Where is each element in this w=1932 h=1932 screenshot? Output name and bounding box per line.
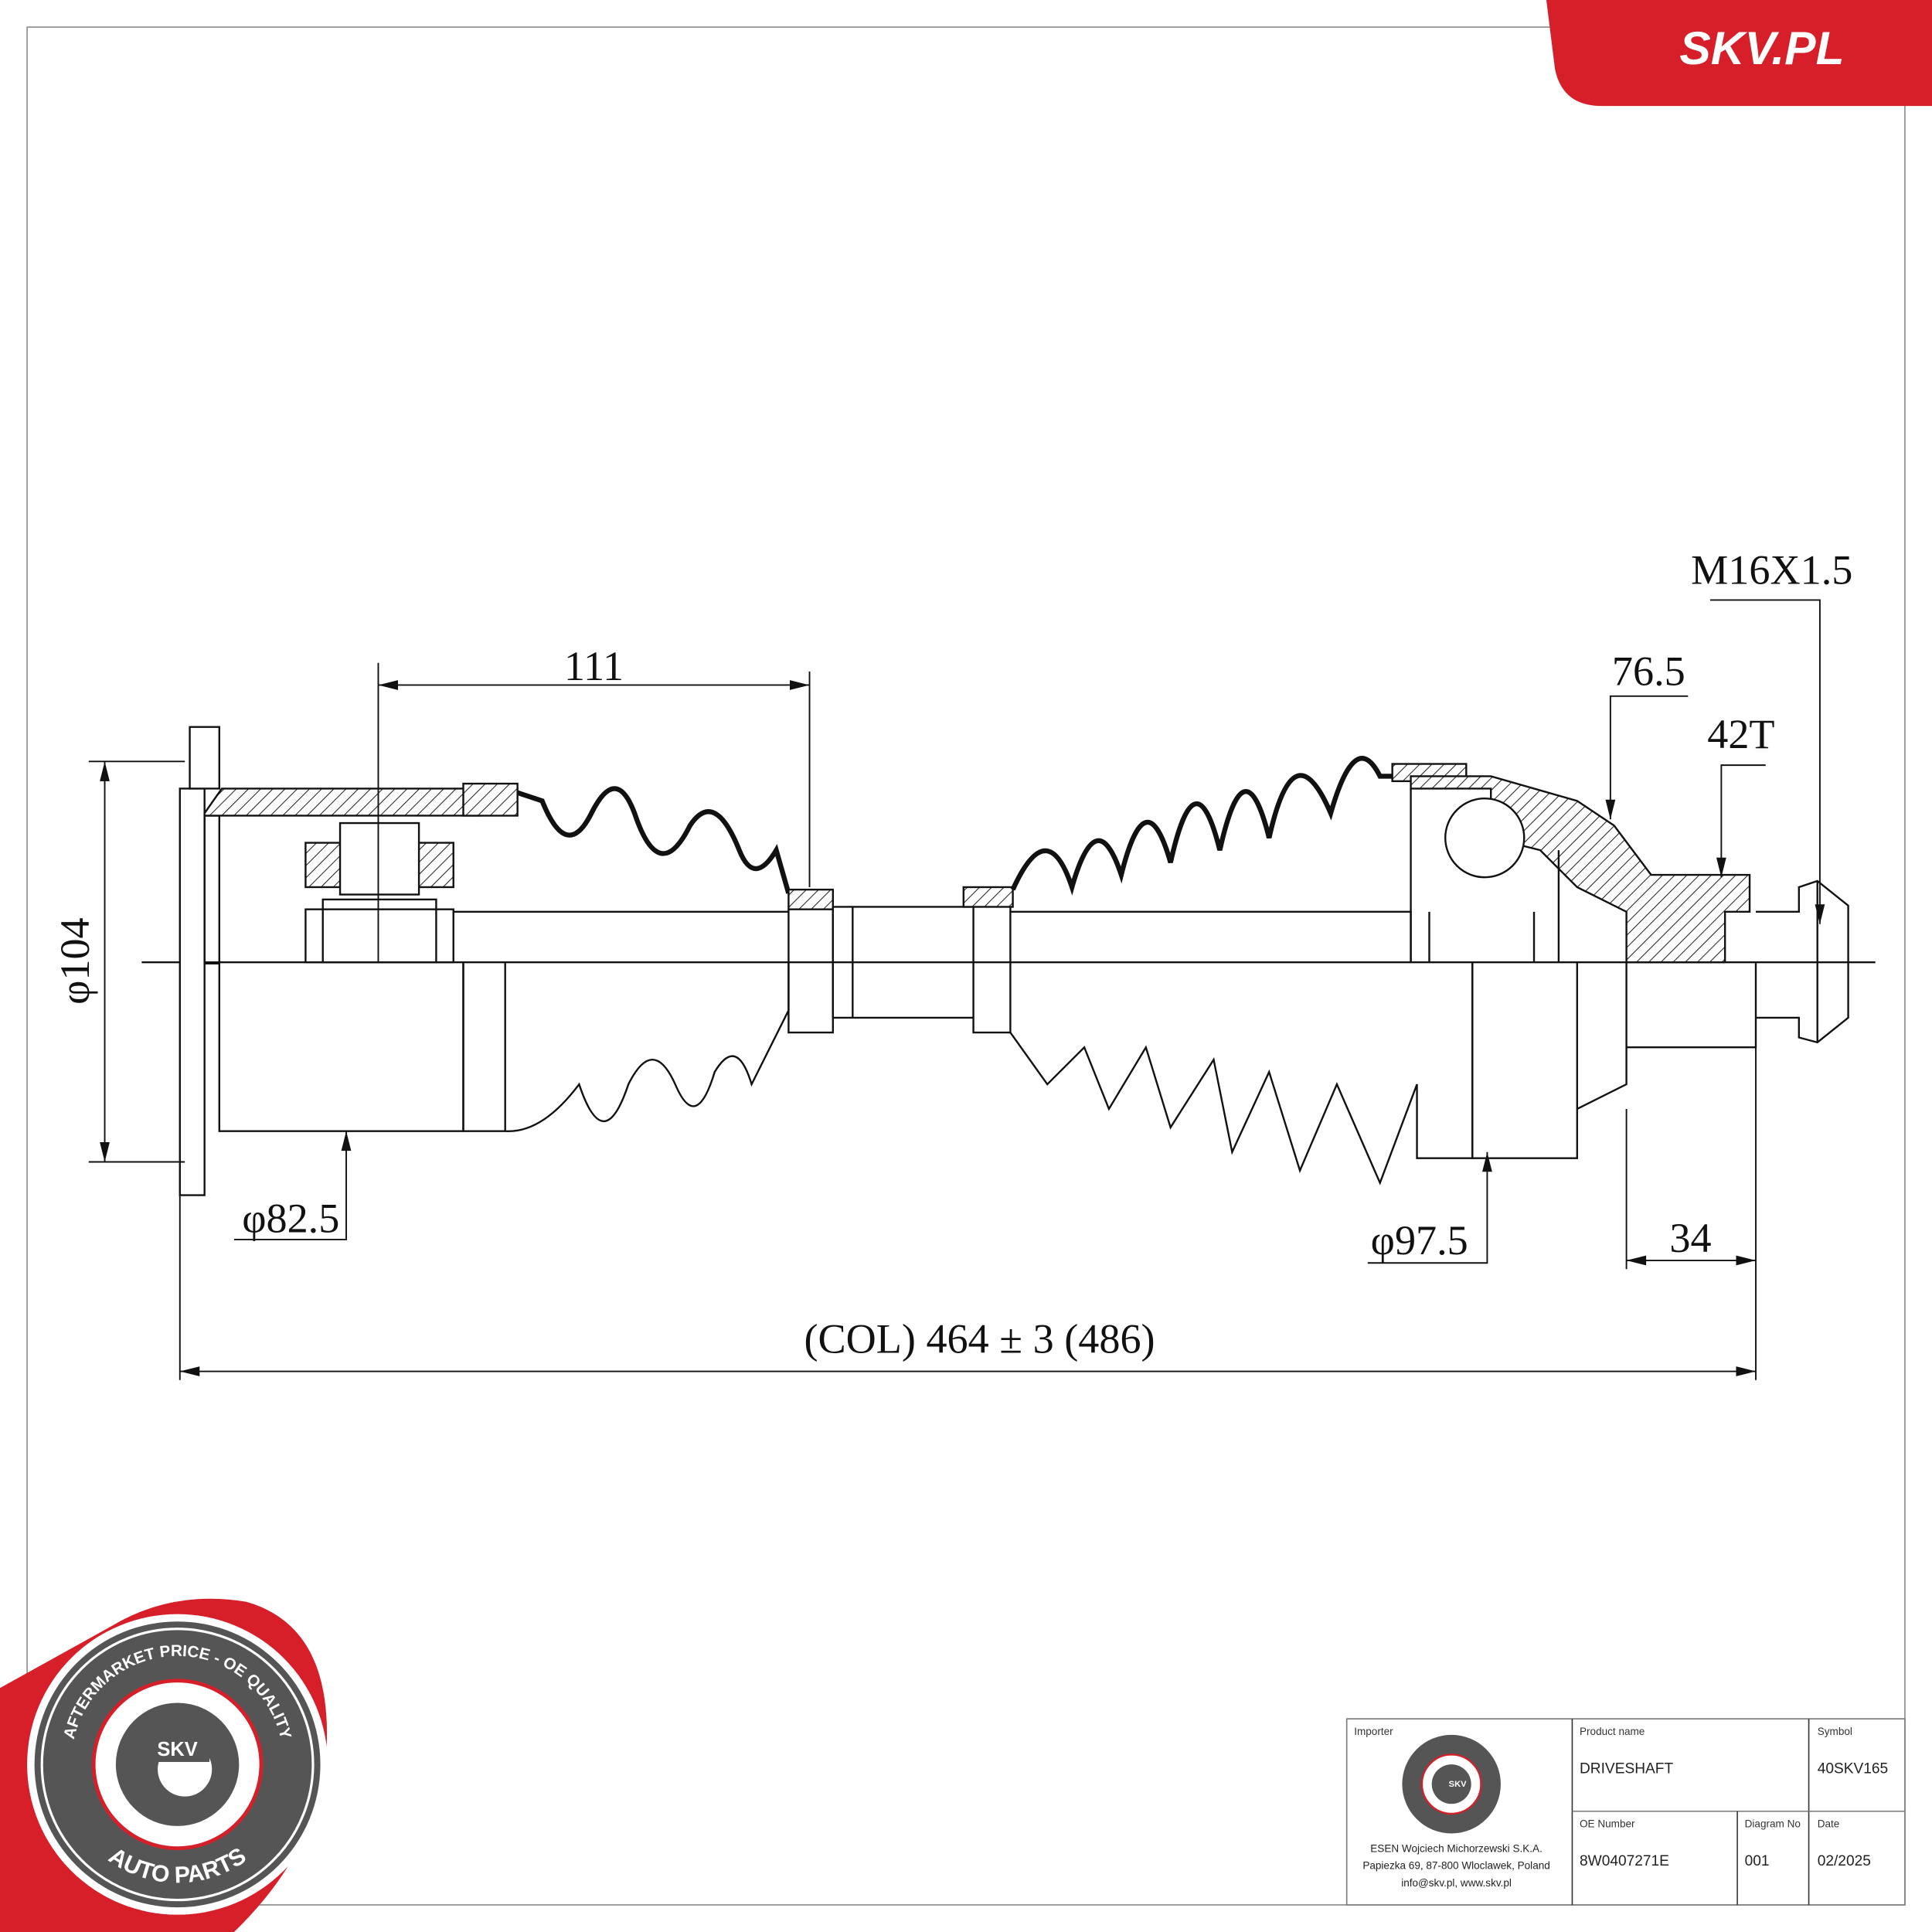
dim-111: 111 <box>564 643 624 689</box>
dim-d97-5: φ97.5 <box>1371 1217 1468 1264</box>
svg-text:SKV: SKV <box>1449 1780 1467 1789</box>
product-value: DRIVESHAFT <box>1580 1760 1673 1777</box>
driveshaft <box>179 726 1849 1196</box>
dim-76-5: 76.5 <box>1612 648 1685 694</box>
skv-badge-logo: SKV AFTERMARKET PRICE - OE QUALITY AUTO … <box>0 1598 328 1932</box>
dim-d104: φ104 <box>52 917 98 1005</box>
brand-site-text: SKV.PL <box>1679 22 1844 74</box>
date-label: Date <box>1818 1818 1840 1829</box>
importer-logo: SKV <box>1402 1734 1501 1834</box>
importer-line-3: info@skv.pl, www.skv.pl <box>1401 1877 1512 1889</box>
title-block: Importer SKV ESEN Wojciech Michorzewski … <box>1345 1718 1906 1906</box>
oe-value: 8W0407271E <box>1580 1853 1669 1869</box>
date-value: 02/2025 <box>1818 1853 1871 1869</box>
importer-label: Importer <box>1354 1726 1393 1737</box>
dim-overall: (COL) 464 ± 3 (486) <box>804 1316 1155 1362</box>
symbol-value: 40SKV165 <box>1818 1760 1888 1777</box>
drawing-frame <box>26 26 1906 1906</box>
dimension-lines <box>88 599 1821 1380</box>
product-label: Product name <box>1580 1726 1645 1737</box>
diagram-label: Diagram No <box>1745 1818 1801 1829</box>
oe-label: OE Number <box>1580 1818 1635 1829</box>
svg-text:SKV: SKV <box>157 1739 197 1760</box>
dim-d82-5: φ82.5 <box>242 1195 339 1241</box>
symbol-label: Symbol <box>1818 1726 1852 1737</box>
dimension-arrows <box>100 680 1825 1376</box>
dim-34: 34 <box>1669 1215 1711 1261</box>
brand-tab: SKV.PL <box>1546 0 1932 107</box>
importer-line-1: ESEN Wojciech Michorzewski S.K.A. <box>1370 1842 1543 1854</box>
importer-line-2: Papiezka 69, 87-800 Wloclawek, Poland <box>1362 1860 1549 1872</box>
diagram-value: 001 <box>1745 1853 1770 1869</box>
dim-thread: M16X1.5 <box>1691 547 1852 594</box>
dim-teeth: 42T <box>1707 711 1774 757</box>
